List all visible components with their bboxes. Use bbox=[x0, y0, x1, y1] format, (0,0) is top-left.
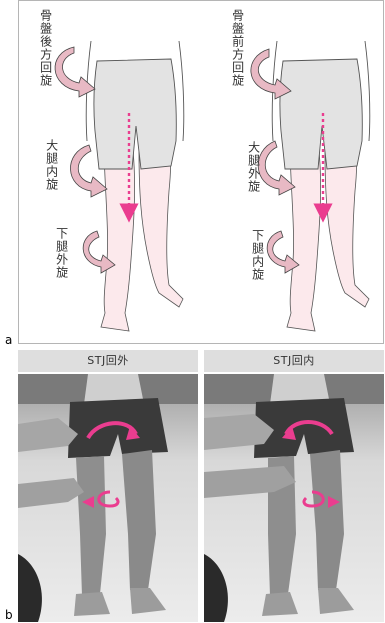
panel-b-label: b bbox=[5, 609, 13, 621]
photo-caption-left: STJ回外 bbox=[18, 350, 198, 372]
thigh-label-right: 大腿外旋 bbox=[247, 141, 260, 193]
leg-diagrams bbox=[19, 1, 385, 345]
left-figure-leg-1 bbox=[101, 151, 135, 331]
left-figure-shorts bbox=[94, 59, 176, 169]
photo-stj-supination: STJ回外 bbox=[18, 350, 198, 622]
right-figure-shorts bbox=[280, 59, 362, 169]
right-figure-leg-2 bbox=[325, 151, 369, 307]
photo-left bbox=[18, 374, 198, 622]
lower-leg-label-right: 下腿内旋 bbox=[251, 229, 264, 281]
thigh-label-left: 大腿内旋 bbox=[45, 139, 58, 191]
lower-leg-label-left: 下腿外旋 bbox=[55, 227, 68, 279]
photo-caption-right: STJ回内 bbox=[204, 350, 384, 372]
right-figure-leg-1 bbox=[287, 151, 321, 331]
pelvis-label-left: 骨盤後方回旋 bbox=[39, 9, 52, 87]
left-leg-figure bbox=[55, 41, 184, 331]
panel-a-label: a bbox=[5, 334, 12, 346]
photo-right bbox=[204, 374, 384, 622]
diagram-panel-a: 骨盤後方回旋 大腿内旋 下腿外旋 骨盤前方回旋 大腿外旋 下腿内旋 bbox=[18, 0, 384, 344]
photo-stj-pronation: STJ回内 bbox=[204, 350, 384, 622]
right-leg-figure bbox=[251, 41, 370, 331]
pelvis-label-right: 骨盤前方回旋 bbox=[231, 9, 244, 87]
left-figure-leg-2 bbox=[139, 151, 183, 307]
